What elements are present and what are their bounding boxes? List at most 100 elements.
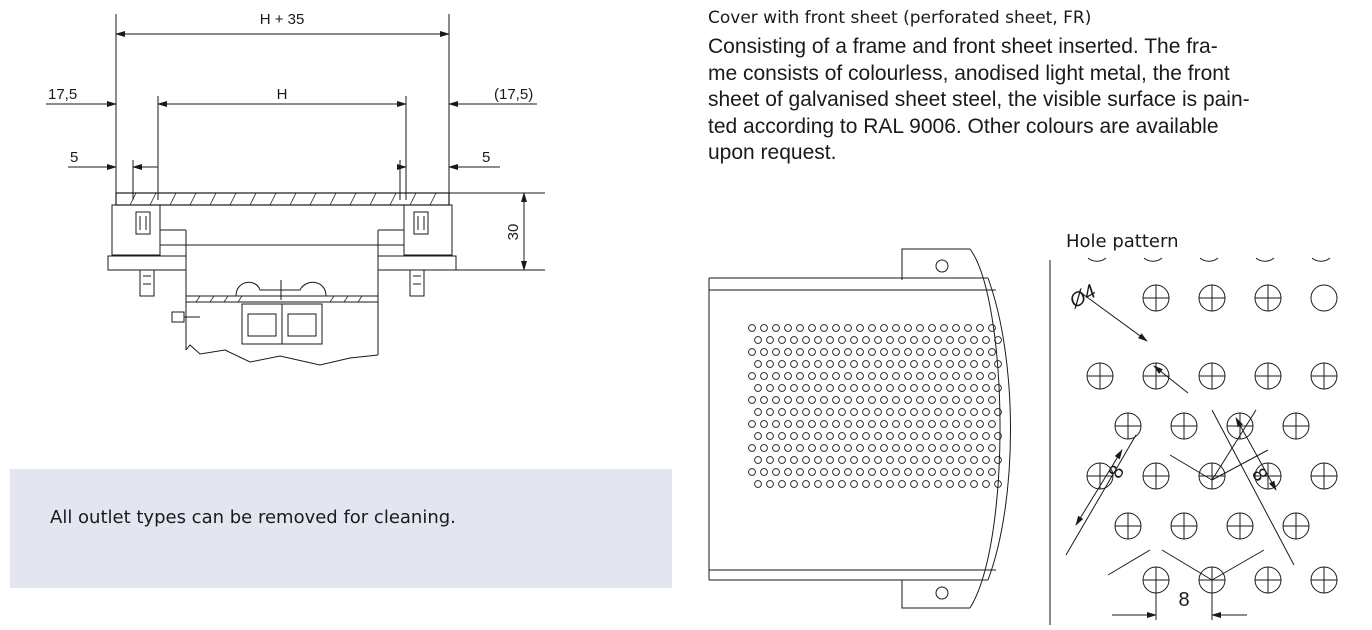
- perforation-hole: [748, 324, 756, 332]
- pattern-hole-crosshair: [1283, 513, 1309, 539]
- cover-description-line: Consisting of a frame and front sheet in…: [708, 35, 1218, 58]
- perforation-hole: [910, 408, 918, 416]
- perforation-hole: [952, 324, 960, 332]
- perforation-hole: [850, 480, 858, 488]
- perforation-hole: [826, 384, 834, 392]
- perforation-hole: [760, 444, 768, 452]
- perforation-hole: [772, 348, 780, 356]
- perforation-hole: [862, 384, 870, 392]
- perforation-hole: [898, 432, 906, 440]
- perforation-hole: [880, 468, 888, 476]
- perforation-hole: [754, 432, 762, 440]
- perforation-hole: [988, 420, 996, 428]
- perforation-hole: [946, 432, 954, 440]
- perforation-hole: [772, 420, 780, 428]
- perforation-hole: [910, 432, 918, 440]
- perforation-hole: [916, 348, 924, 356]
- perforation-hole: [844, 372, 852, 380]
- perforation-hole: [754, 336, 762, 344]
- hole-pitch-label-bottom: 8: [1178, 589, 1189, 611]
- perforation-hole: [820, 444, 828, 452]
- pattern-hole-crosshair: [1143, 463, 1169, 489]
- pattern-holes: [1086, 284, 1338, 594]
- pattern-hole-crosshair: [1115, 513, 1141, 539]
- perforation-hole: [766, 360, 774, 368]
- perforation-hole: [748, 348, 756, 356]
- perforation-hole: [910, 480, 918, 488]
- hole-pattern-title: Hole pattern: [1066, 231, 1179, 252]
- perforation-hole: [922, 408, 930, 416]
- perforation-hole: [976, 420, 984, 428]
- perforation-hole: [940, 444, 948, 452]
- perforation-hole: [892, 348, 900, 356]
- perforation-hole: [862, 432, 870, 440]
- perforation-hole: [820, 324, 828, 332]
- perforation-hole: [976, 324, 984, 332]
- perforation-hole: [874, 336, 882, 344]
- perforation-hole: [976, 396, 984, 404]
- perforation-hole: [844, 468, 852, 476]
- perforation-hole: [796, 420, 804, 428]
- hole-pattern-drawing: Ø4 8 8 8: [1049, 257, 1338, 625]
- perforation-hole: [952, 420, 960, 428]
- pattern-hole-crosshair: [1115, 413, 1141, 439]
- perforation-hole: [940, 468, 948, 476]
- perforation-hole: [892, 396, 900, 404]
- perforation-hole: [808, 420, 816, 428]
- perforation-hole: [928, 324, 936, 332]
- perforation-hole: [994, 408, 1002, 416]
- dim-left-offset-label: 17,5: [48, 86, 77, 103]
- perforation-hole: [970, 408, 978, 416]
- perforation-hole: [832, 372, 840, 380]
- pattern-hole-crosshair: [1227, 413, 1253, 439]
- perforation-hole: [784, 396, 792, 404]
- pattern-hole-crosshair: [1143, 567, 1169, 593]
- perforation-hole: [826, 360, 834, 368]
- pattern-hole-crosshair: [1283, 413, 1309, 439]
- perforation-hole: [928, 396, 936, 404]
- perforation-hole: [790, 456, 798, 464]
- perforation-hole: [844, 324, 852, 332]
- perforation-hole: [934, 432, 942, 440]
- perforation-hole: [988, 348, 996, 356]
- perforation-hole: [844, 420, 852, 428]
- perforation-hole: [772, 324, 780, 332]
- perforation-hole: [784, 348, 792, 356]
- perforation-hole: [874, 408, 882, 416]
- perforation-hole: [808, 324, 816, 332]
- perforation-hole: [958, 336, 966, 344]
- pattern-hole-crosshair: [1171, 513, 1197, 539]
- perforation-hole: [868, 372, 876, 380]
- perforation-hole: [832, 420, 840, 428]
- perforation-hole: [904, 324, 912, 332]
- perforation-hole: [964, 396, 972, 404]
- perforation-hole: [988, 324, 996, 332]
- cover-description-line: me consists of colourless, anodised ligh…: [708, 61, 1230, 85]
- perforation-hole: [766, 336, 774, 344]
- perforation-hole: [982, 480, 990, 488]
- perforation-hole: [862, 408, 870, 416]
- perforated-cover-drawing: [708, 248, 1011, 609]
- perforation-hole: [928, 420, 936, 428]
- perforation-hole: [952, 396, 960, 404]
- perforation-hole: [760, 324, 768, 332]
- perforation-hole: [934, 336, 942, 344]
- perforation-hole: [814, 360, 822, 368]
- dim-height-label: 30: [505, 224, 522, 241]
- perforation-hole: [796, 468, 804, 476]
- perforation-hole: [946, 456, 954, 464]
- perforation-hole: [874, 360, 882, 368]
- perforation-hole: [904, 444, 912, 452]
- perforation-hole: [748, 468, 756, 476]
- perforation-hole: [904, 420, 912, 428]
- perforation-hole: [988, 468, 996, 476]
- perforation-hole: [862, 480, 870, 488]
- perforation-hole: [832, 324, 840, 332]
- perforation-hole: [994, 336, 1002, 344]
- cleaning-note-text: All outlet types can be removed for clea…: [50, 507, 456, 528]
- perforation-hole: [790, 384, 798, 392]
- perforation-hole: [796, 396, 804, 404]
- perforation-hole: [784, 468, 792, 476]
- perforation-hole: [982, 360, 990, 368]
- cleaning-note-box: All outlet types can be removed for clea…: [10, 469, 672, 588]
